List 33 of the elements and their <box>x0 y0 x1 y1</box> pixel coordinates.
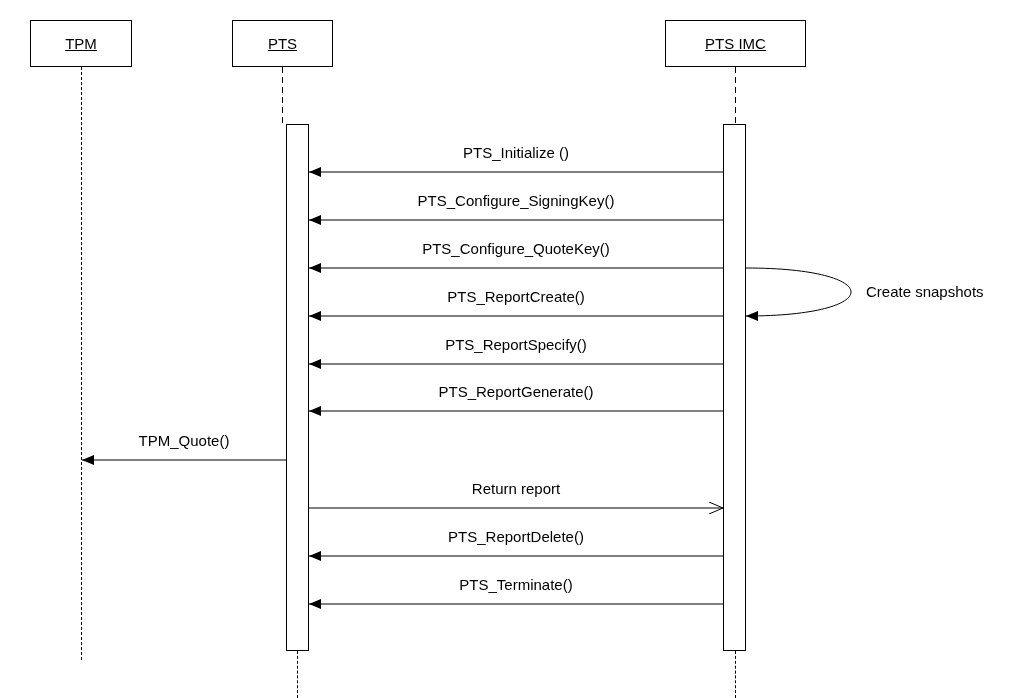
lifeline <box>282 66 283 125</box>
message-arrow <box>308 263 724 273</box>
activation-bar <box>286 124 309 651</box>
message-arrow <box>308 359 724 369</box>
message-label: PTS_ReportGenerate() <box>438 383 594 400</box>
message-arrow <box>308 501 724 515</box>
message-arrow <box>308 215 724 225</box>
message-label: PTS_Terminate() <box>459 576 573 593</box>
message-arrow <box>308 406 724 416</box>
message-label: PTS_Configure_QuoteKey() <box>422 240 610 257</box>
lifeline-header <box>30 20 132 67</box>
lifeline <box>81 67 82 660</box>
participant-name: PTS IMC <box>705 35 766 52</box>
lifeline-header <box>665 20 806 67</box>
lifeline-header <box>232 20 333 67</box>
message-label: PTS_Initialize () <box>463 144 569 161</box>
lifeline <box>735 66 736 125</box>
message-arrow <box>308 551 724 561</box>
message-label: TPM_Quote() <box>138 432 230 449</box>
message-arrow <box>81 455 287 465</box>
message-label: PTS_ReportCreate() <box>447 288 585 305</box>
message-arrow <box>308 167 724 177</box>
message-arrow <box>745 267 852 321</box>
message-label: PTS_ReportSpecify() <box>445 336 587 353</box>
message-label: PTS_Configure_SigningKey() <box>417 192 615 209</box>
message-label: Return report <box>471 480 561 497</box>
message-label: Create snapshots <box>866 283 984 300</box>
activation-bar <box>723 124 746 651</box>
message-arrow <box>308 599 724 609</box>
message-arrow <box>308 311 724 321</box>
participant-name: PTS <box>267 35 298 52</box>
participant-name: TPM <box>65 35 97 52</box>
message-label: PTS_ReportDelete() <box>448 528 584 545</box>
